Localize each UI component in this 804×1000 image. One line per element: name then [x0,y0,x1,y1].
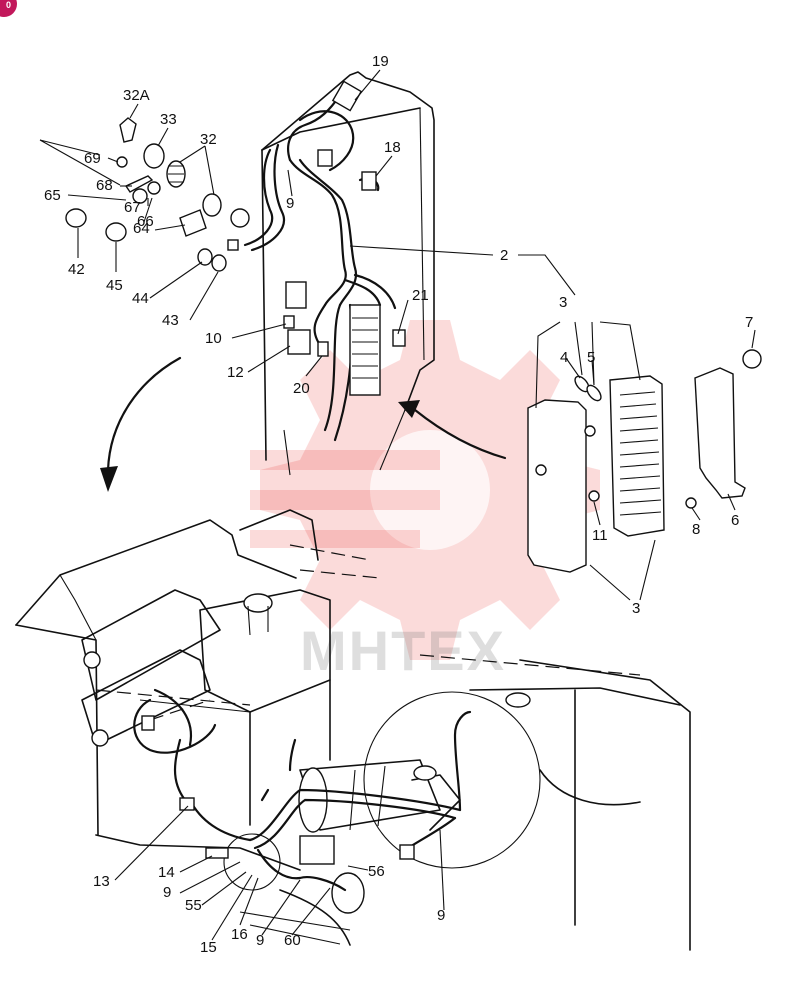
washer-66 [147,181,161,195]
callout-33: 33 [160,111,177,128]
callout-65: 65 [44,187,61,204]
screw-upper-block [584,425,596,437]
lever-68 [124,175,154,193]
washer-44 [197,248,213,266]
callout-2: 2 [500,247,508,264]
direction-arrows [100,356,507,492]
connector-lower-a [141,715,155,731]
bracket-6 [694,367,746,499]
connector-18 [361,171,377,191]
nut-43 [211,254,227,272]
callout-21: 21 [412,287,429,304]
nut-10 [283,315,295,329]
sender-unit [413,765,437,781]
callout-14: 14 [158,864,175,881]
knob-32a [119,117,137,143]
callout-69: 69 [84,150,101,167]
tank-cap [505,692,531,708]
corner-badge-text: 0 [6,0,11,10]
clip-20 [317,341,329,357]
corner-badge: 0 [0,0,17,17]
callout-68: 68 [96,177,113,194]
pivot-upper [83,651,101,669]
callout-32: 32 [200,131,217,148]
callout-64: 64 [133,220,150,237]
clip-14 [205,847,229,859]
callout-9-right: 9 [437,907,445,924]
callout-18: 18 [384,139,401,156]
callout-3-upper: 3 [559,294,567,311]
screw-8 [685,497,697,509]
callout-3-lower: 3 [632,600,640,617]
callout-6: 6 [731,512,739,529]
leader-lines [39,69,756,941]
lens-45 [105,222,127,242]
callout-66: 66 [137,213,154,230]
callout-10: 10 [205,330,222,347]
insert-arrow-head-icon [398,400,420,418]
relay-10 [285,281,307,309]
connector-upper [317,149,333,167]
washer-67 [132,188,148,204]
callout-67: 67 [124,199,141,216]
horn-60 [331,872,365,914]
callout-20: 20 [293,380,310,397]
detail-circle-small [223,833,281,891]
callout-16: 16 [231,926,248,943]
pivot-lower [91,729,109,747]
clip-lower-right [399,844,415,860]
relay-housing-lower [299,835,335,865]
screw-11 [588,490,600,502]
switch-body-64 [179,209,207,237]
clip-upper [227,239,239,251]
callout-8: 8 [692,521,700,538]
callout-12: 12 [227,364,244,381]
connector-19 [331,80,363,112]
grommet-upper [230,208,250,228]
callout-55: 55 [185,897,202,914]
screw-69 [116,156,128,168]
bezel-33 [143,143,165,169]
callout-13: 13 [93,873,110,890]
fuse-5 [586,384,602,402]
detail-circle [363,691,541,869]
upper-panel [261,71,435,476]
callout-42: 42 [68,261,85,278]
flasher-12 [287,329,311,355]
callout-15: 15 [200,939,217,956]
cover-screw [535,464,547,476]
fuse-cover [527,399,587,573]
curved-arrow-head-icon [100,466,118,492]
callout-5: 5 [587,349,595,366]
fuse-block-installed [349,304,381,396]
lower-wire-harness [133,688,472,892]
callout-9-upper: 9 [286,195,294,212]
callout-labels: 19 32A 33 32 69 18 68 67 65 66 9 64 2 42… [44,53,753,956]
lamp-42 [65,208,87,228]
callout-4: 4 [560,349,568,366]
switch-32-lower [202,193,222,217]
callout-56: 56 [368,863,385,880]
clip-13 [179,797,195,811]
spacer-7 [742,349,762,369]
filler-cap [243,593,273,613]
callout-45: 45 [106,277,123,294]
callout-44: 44 [132,290,149,307]
callout-19: 19 [372,53,389,70]
switch-parts [65,117,227,272]
callout-32a: 32A [123,87,150,104]
callout-11: 11 [592,527,608,544]
fuse-block-exploded [527,349,762,573]
callout-7: 7 [745,314,753,331]
callout-60: 60 [284,932,301,949]
callout-43: 43 [162,312,179,329]
watermark-text: MHTEX [300,619,506,682]
upper-components [227,80,406,396]
callout-9-left: 9 [163,884,171,901]
callout-9-bottom: 9 [256,932,264,949]
